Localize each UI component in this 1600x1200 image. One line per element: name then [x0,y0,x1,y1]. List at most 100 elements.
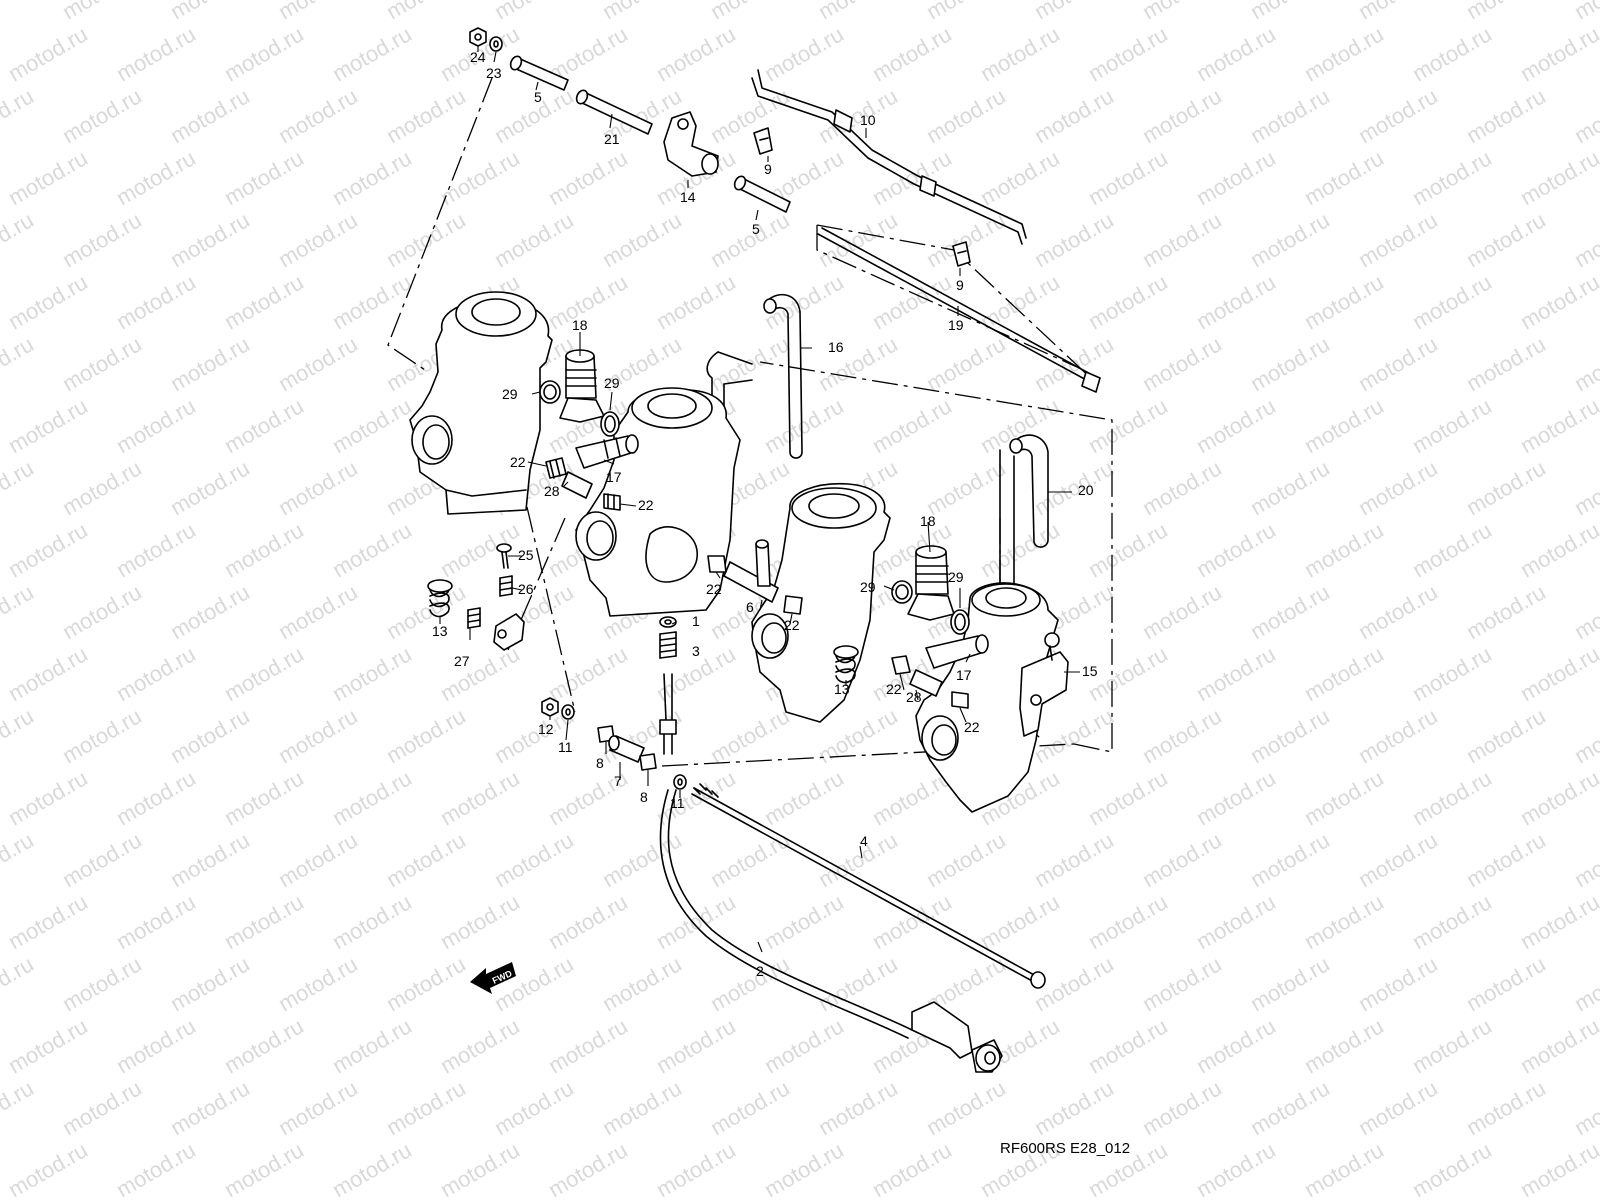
watermark-text: motod.ru [166,579,254,644]
watermark-text: motod.ru [58,83,146,148]
watermark-text: motod.ru [1300,641,1388,706]
watermark-text: motod.ru [1030,207,1118,272]
watermark-text: motod.ru [1408,393,1496,458]
watermark-text: motod.ru [1354,331,1442,396]
callout-22-tee-right: 22 [784,617,800,633]
watermark-text: motod.ru [58,0,146,24]
watermark-text: motod.ru [220,641,308,706]
spring-3 [659,631,677,659]
watermark-text: motod.ru [1030,1075,1118,1140]
watermark-text: motod.ru [922,83,1010,148]
watermark-text: motod.ru [1516,145,1600,210]
watermark-text: motod.ru [328,765,416,830]
callout-28-upper: 28 [544,483,560,499]
watermark-text: motod.ru [58,579,146,644]
bushing-8-right [639,753,657,771]
watermark-text: motod.ru [1300,889,1388,954]
watermark-text: motod.ru [382,1075,470,1140]
nut-12 [541,697,559,717]
watermark-text: motod.ru [1138,579,1226,644]
watermark-text: motod.ru [976,21,1064,86]
bracket-15 [1019,632,1069,737]
watermark-text: motod.ru [1192,21,1280,86]
watermark-text: motod.ru [760,889,848,954]
watermark-text: motod.ru [1354,455,1442,520]
watermark-text: motod.ru [1300,393,1388,458]
watermark-text: motod.ru [274,331,362,396]
watermark-text: motod.ru [1462,331,1550,396]
callout-9-lower: 9 [956,277,964,293]
watermark-text: motod.ru [1138,951,1226,1016]
watermark-text: motod.ru [328,889,416,954]
watermark-text: motod.ru [0,579,38,644]
watermark-text: motod.ru [1246,1075,1334,1140]
watermark-text: motod.ru [868,1137,956,1200]
watermark-text: motod.ru [1300,1013,1388,1078]
callout-5-upper: 5 [534,89,542,105]
watermark-text: motod.ru [922,0,1010,24]
callout-1: 1 [692,613,700,629]
watermark-text: motod.ru [1192,393,1280,458]
callout-17-upper: 17 [606,469,622,485]
watermark-text: motod.ru [1408,21,1496,86]
hose-5-upper [509,55,569,91]
watermark-text: motod.ru [1300,269,1388,334]
watermark-text: motod.ru [1516,393,1600,458]
adjust-screw [659,673,677,755]
watermark-text: motod.ru [436,1137,524,1200]
watermark-text: motod.ru [1570,83,1600,148]
washer-11-right [673,774,687,790]
watermark-text: motod.ru [1570,207,1600,272]
watermark-text: motod.ru [58,703,146,768]
watermark-text: motod.ru [652,1137,740,1200]
watermark-text: motod.ru [1246,0,1334,24]
watermark-text: motod.ru [1192,1137,1280,1200]
watermark-text: motod.ru [1354,207,1442,272]
watermark-text: motod.ru [922,455,1010,520]
watermark-text: motod.ru [544,1137,632,1200]
watermark-text: motod.ru [1246,827,1334,892]
watermark-text: motod.ru [544,641,632,706]
watermark-text: motod.ru [0,207,38,272]
watermark-text: motod.ru [1516,1013,1600,1078]
sensor-14 [663,111,719,177]
watermark-text: motod.ru [1192,269,1280,334]
watermark-text: motod.ru [1030,455,1118,520]
callout-27: 27 [454,653,470,669]
watermark-text: motod.ru [220,393,308,458]
watermark-text: motod.ru [706,0,794,24]
washer-1 [659,616,677,628]
callout-13-left: 13 [432,623,448,639]
callout-23: 23 [486,65,502,81]
watermark-text: motod.ru [112,21,200,86]
watermark-text: motod.ru [760,1137,848,1200]
watermark-text: motod.ru [706,207,794,272]
callout-22-upper-left: 22 [510,454,526,470]
watermark-text: motod.ru [0,83,38,148]
watermark-text: motod.ru [1138,455,1226,520]
watermark-text: motod.ru [382,951,470,1016]
callout-6: 6 [746,599,754,615]
callout-29-left-lower: 29 [860,579,876,595]
watermark-text: motod.ru [1408,641,1496,706]
nipple-22-tee-right [783,595,803,615]
watermark-text: motod.ru [0,455,38,520]
watermark-text: motod.ru [544,145,632,210]
watermark-text: motod.ru [1462,951,1550,1016]
callout-24: 24 [470,49,486,65]
callout-10: 10 [860,112,876,128]
watermark-text: motod.ru [274,0,362,24]
callout-4: 4 [860,833,868,849]
callout-2: 2 [756,963,764,979]
watermark-text: motod.ru [490,207,578,272]
watermark-text: motod.ru [1084,1013,1172,1078]
spring-27 [467,607,481,629]
watermark-text: motod.ru [814,83,902,148]
watermark-text: motod.ru [112,145,200,210]
watermark-text: motod.ru [1570,579,1600,644]
watermark-text: motod.ru [976,889,1064,954]
watermark-text: motod.ru [1516,889,1600,954]
callout-16: 16 [828,339,844,355]
watermark-text: motod.ru [1300,517,1388,582]
watermark-text: motod.ru [706,703,794,768]
